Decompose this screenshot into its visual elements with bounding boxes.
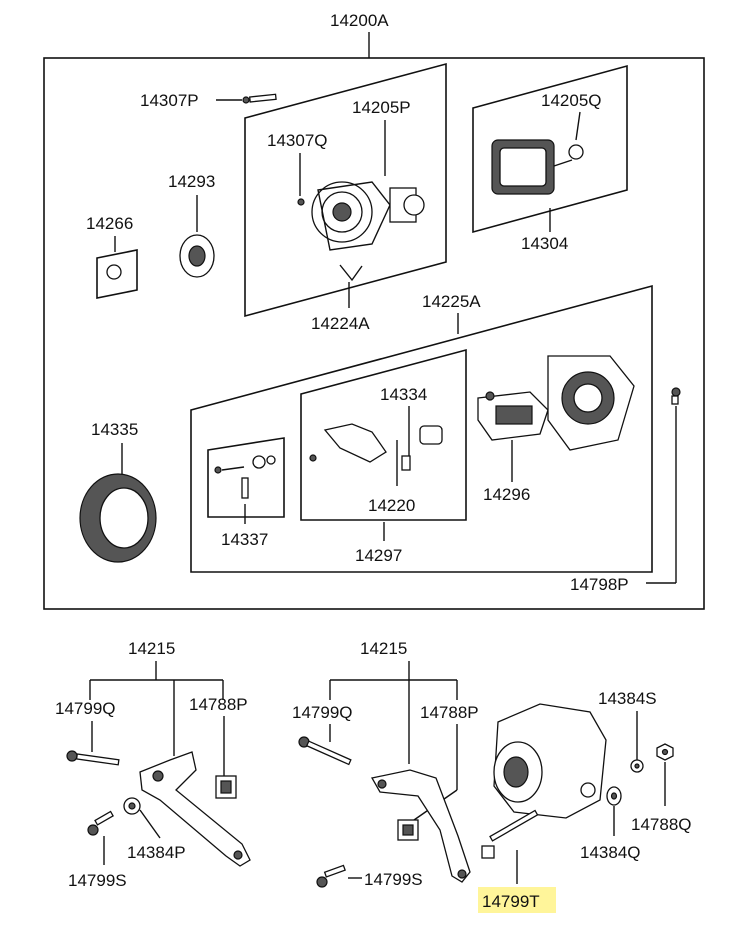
rectifier-part [477, 391, 549, 441]
rotor-part [491, 139, 584, 195]
callout-14384S[interactable]: 14384S [598, 689, 657, 708]
callout-14307Q[interactable]: 14307Q [267, 131, 328, 150]
alternator-housing-part [311, 181, 425, 282]
callout-14266[interactable]: 14266 [86, 214, 133, 233]
long-bolt-part [481, 809, 539, 859]
right-bolt-part [298, 736, 352, 766]
callout-right-14215[interactable]: 14215 [360, 639, 407, 658]
nut-14788Q-part [656, 743, 674, 761]
washer-14384Q-part [606, 786, 622, 806]
callout-right-14788P[interactable]: 14788P [420, 703, 479, 722]
callout-left-14799S[interactable]: 14799S [68, 871, 127, 890]
callout-right-14799Q[interactable]: 14799Q [292, 703, 353, 722]
rear-assembly-subframe [190, 284, 653, 573]
callout-left-14799Q[interactable]: 14799Q [55, 699, 116, 718]
callout-14337[interactable]: 14337 [221, 530, 268, 549]
callout-14296[interactable]: 14296 [483, 485, 530, 504]
callout-14225A[interactable]: 14225A [422, 292, 481, 311]
left-small-bolt-part [87, 810, 114, 836]
callout-left-14788P[interactable]: 14788P [189, 695, 248, 714]
callout-14220[interactable]: 14220 [368, 496, 415, 515]
right-bracket-part [370, 769, 471, 883]
brush-holder-part [309, 423, 443, 471]
right-clip-part [397, 819, 419, 841]
left-washer-part [123, 797, 141, 815]
washer-14384S-part [630, 759, 644, 773]
callout-14788Q[interactable]: 14788Q [631, 815, 692, 834]
callout-14798P[interactable]: 14798P [570, 575, 629, 594]
nut-box-14266 [96, 249, 138, 299]
terminal-part [214, 455, 276, 499]
callout-left-14215[interactable]: 14215 [128, 639, 175, 658]
alternator-subframe [244, 62, 447, 318]
callout-14304[interactable]: 14304 [521, 234, 568, 253]
callout-14335[interactable]: 14335 [91, 420, 138, 439]
rotor-subframe [472, 64, 628, 234]
callout-14334[interactable]: 14334 [380, 385, 427, 404]
callout-14205P[interactable]: 14205P [352, 98, 411, 117]
highlight-box [478, 887, 556, 913]
bolt-14307P-part [242, 93, 277, 104]
rear-housing-part [547, 355, 635, 451]
callout-14307P[interactable]: 14307P [140, 91, 199, 110]
left-bolt-part [66, 750, 120, 766]
left-bracket-part [139, 751, 251, 867]
callout-left-14384P[interactable]: 14384P [127, 843, 186, 862]
callout-14799T-highlighted[interactable]: 14799T [482, 892, 540, 911]
callout-14384Q[interactable]: 14384Q [580, 843, 641, 862]
stator-part [79, 473, 157, 563]
brush-holder-subframe [300, 348, 467, 521]
terminal-subframe [207, 437, 285, 518]
alternator-bottom-part [493, 703, 607, 819]
right-small-bolt-part [316, 864, 346, 888]
callout-14205Q[interactable]: 14205Q [541, 91, 602, 110]
callout-14200A[interactable]: 14200A [330, 11, 389, 30]
pulley-part [179, 234, 215, 278]
callout-14297[interactable]: 14297 [355, 546, 402, 565]
left-clip-part [215, 775, 237, 799]
bolt-14798P-part [671, 387, 681, 405]
callout-right-14799S[interactable]: 14799S [364, 870, 423, 889]
callout-14293[interactable]: 14293 [168, 172, 215, 191]
callout-14224A[interactable]: 14224A [311, 314, 370, 333]
assembly-frame [43, 57, 705, 610]
